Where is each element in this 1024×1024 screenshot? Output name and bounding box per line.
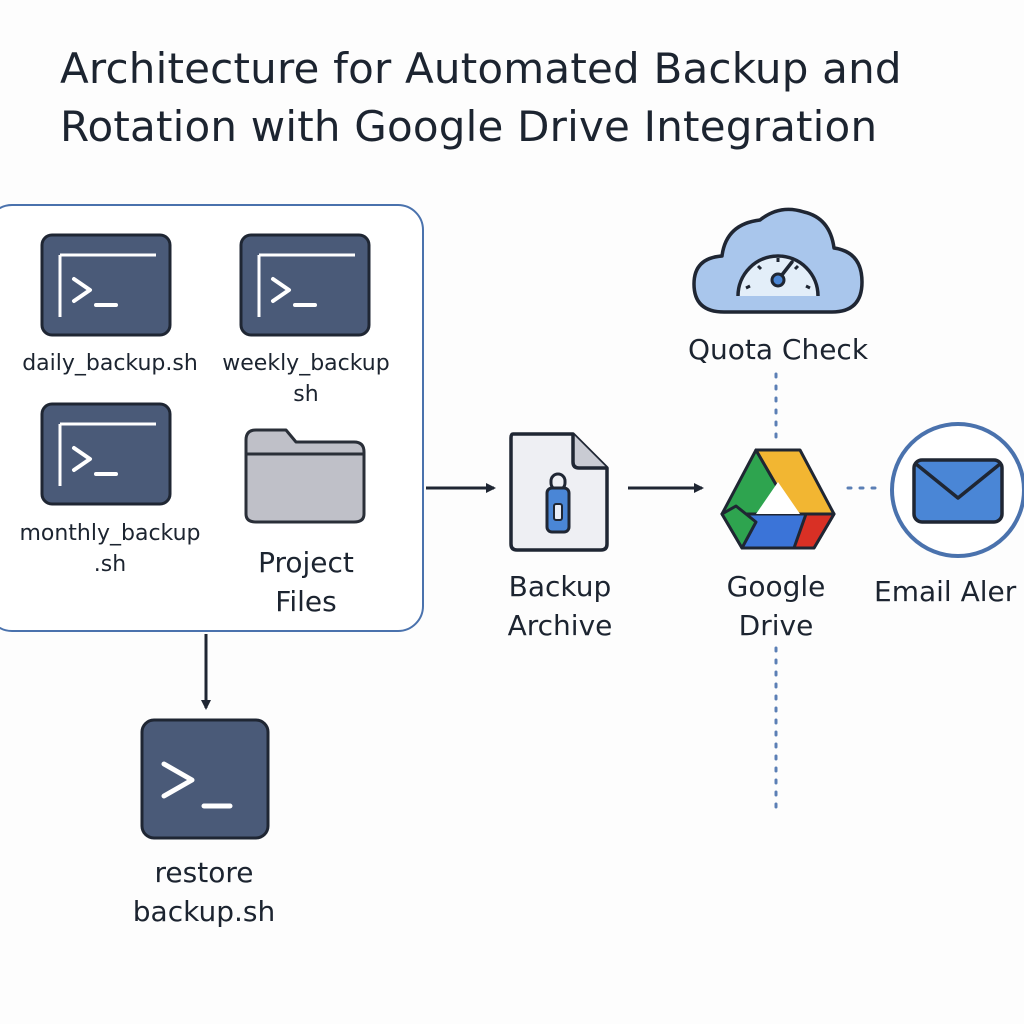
google-drive-icon[interactable]	[716, 444, 840, 554]
project-files-label: Project Files	[258, 546, 354, 618]
weekly-backup-label: weekly_backup sh	[222, 351, 390, 407]
backup-archive-label: Backup Archive	[507, 570, 613, 642]
title-line-2: Rotation with Google Drive Integration	[60, 102, 878, 151]
weekly-backup-terminal-icon[interactable]	[239, 233, 371, 337]
monthly-backup-label: monthly_backup .sh	[19, 521, 201, 577]
project-files-folder-icon[interactable]	[242, 426, 368, 526]
email-alert-envelope-icon[interactable]	[886, 420, 1024, 560]
restore-backup-terminal-icon[interactable]	[140, 718, 270, 840]
quota-check-cloud-gauge-icon[interactable]	[688, 200, 868, 320]
title-line-1: Architecture for Automated Backup and	[60, 44, 902, 93]
quota-check-label: Quota Check	[687, 333, 869, 366]
monthly-backup-terminal-icon[interactable]	[40, 402, 172, 506]
daily-backup-label: daily_backup.sh	[22, 351, 198, 376]
restore-backup-label: restore backup.sh	[132, 856, 276, 928]
daily-backup-terminal-icon[interactable]	[40, 233, 172, 337]
backup-archive-zip-file-icon[interactable]	[507, 428, 611, 554]
email-alert-label: Email Aler	[874, 575, 1017, 608]
google-drive-label: Google Drive	[726, 570, 826, 642]
page-title: Architecture for Automated Backup and Ro…	[60, 40, 1020, 156]
